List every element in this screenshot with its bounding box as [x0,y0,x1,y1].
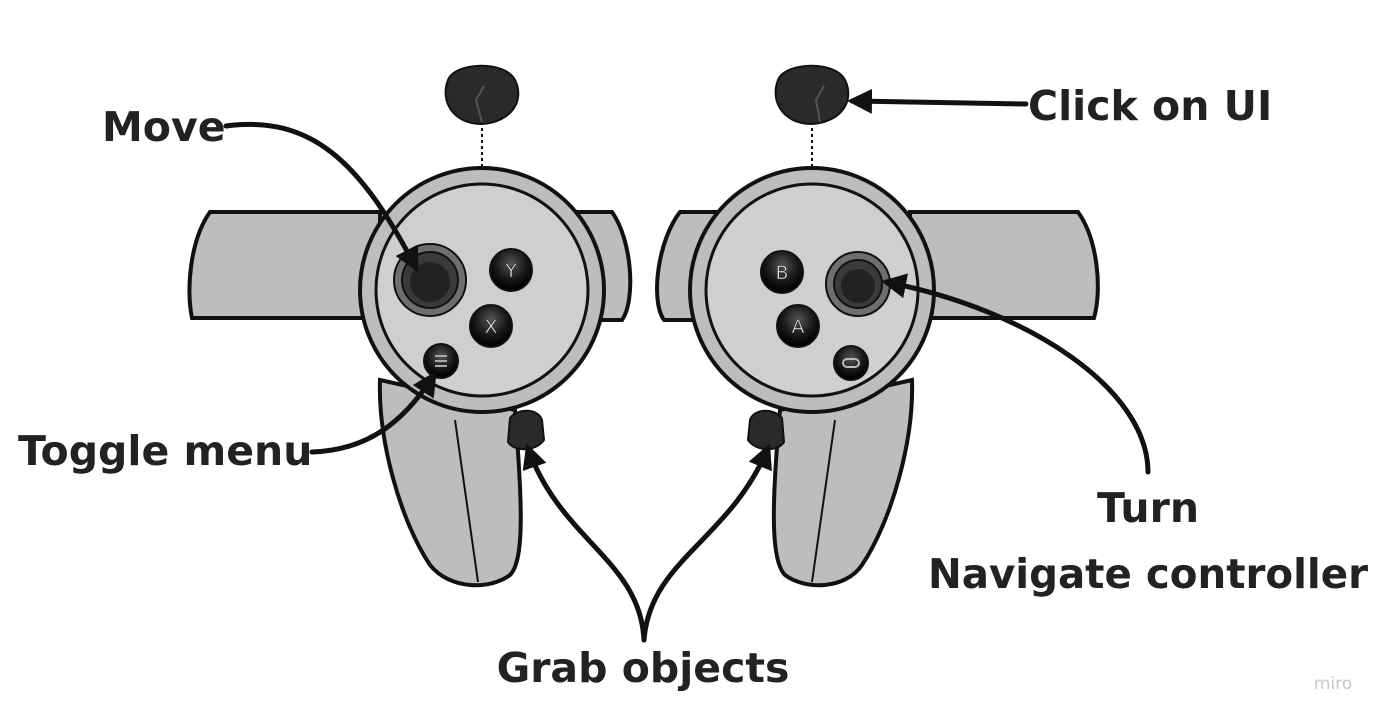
menu-button [423,343,459,379]
turn-arrow [881,273,1151,475]
svg-text:Y: Y [504,260,517,282]
left-grip-trigger [506,409,546,451]
oculus-button [833,345,869,381]
right-controller-handle [771,377,915,588]
grab-objects-arrow-left [522,443,647,643]
toggle-menu-label: Toggle menu [18,427,312,475]
left-tracking-ring [187,210,382,320]
a-button: A [776,304,820,348]
move-label: Move [102,103,226,151]
left-controller-face [374,182,590,398]
svg-text:X: X [484,316,497,338]
miro-watermark: miro [1314,674,1352,694]
left-controller-handle [377,377,523,588]
svg-text:A: A [792,316,805,338]
svg-text:B: B [775,262,788,284]
x-button: X [469,304,513,348]
grab-objects-arrow-right [641,443,772,643]
b-button: B [760,250,804,294]
click-on-ui-label: Click on UI [1028,82,1272,130]
right-controller: B A [655,64,1100,588]
click-on-ui-arrow [847,88,1029,114]
grab-objects-label: Grab objects [497,644,790,692]
menu-icon [435,355,447,367]
navigate-controller-label: Navigate controller [928,550,1369,598]
left-thumbstick-cap [444,64,520,126]
right-thumbstick-cap [774,64,850,126]
turn-label: Turn [1097,484,1199,532]
oculus-icon [842,358,860,368]
right-grip-trigger [746,409,786,451]
left-controller: Y X [187,64,633,588]
toggle-menu-arrow [309,370,437,455]
y-button: Y [489,248,533,292]
move-arrow [223,121,419,273]
